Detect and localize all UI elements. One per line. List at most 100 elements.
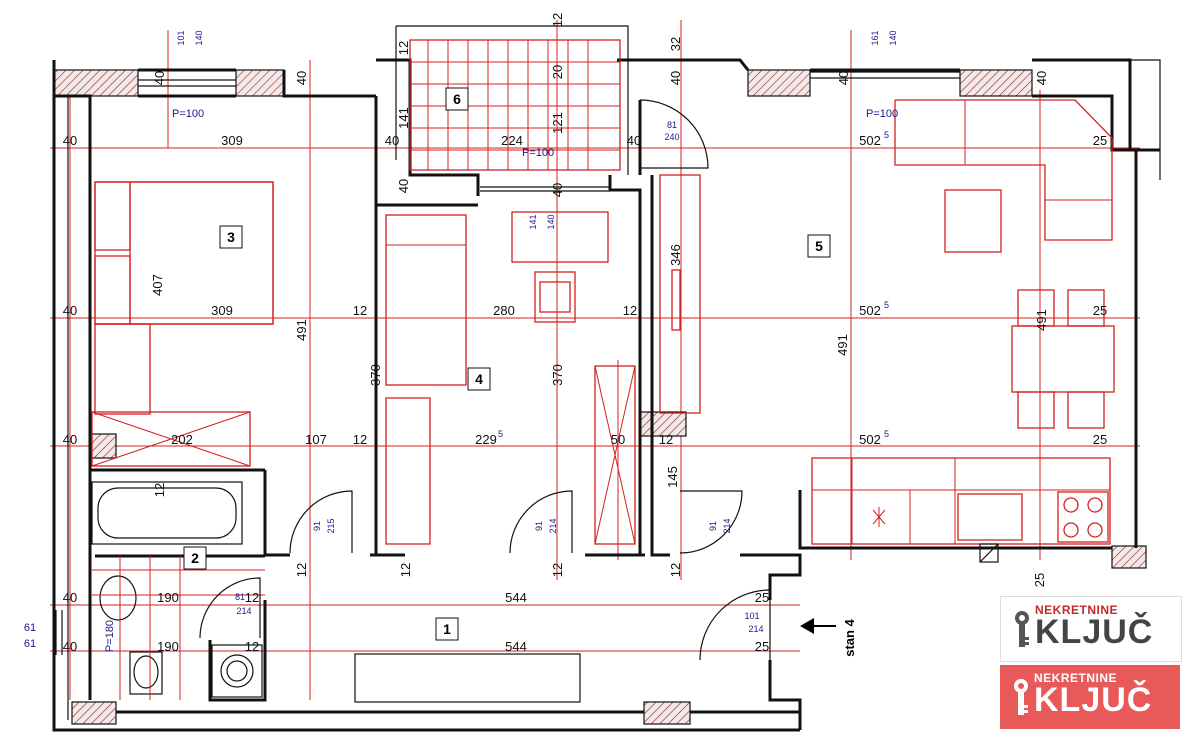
dim-346: 346 [668, 244, 683, 266]
coffee-table [944, 189, 1002, 253]
walls [52, 25, 1161, 732]
dim-214: 214 [548, 518, 558, 533]
dim-12: 12 [668, 563, 683, 577]
dim-40: 40 [63, 133, 77, 148]
logo-main-text: KLJUČ [1035, 613, 1154, 651]
dim-491: 491 [835, 334, 850, 356]
room-label-2: 2 [191, 550, 199, 566]
room-label-5: 5 [815, 238, 823, 254]
dim-101: 101 [744, 611, 759, 621]
dim-40: 40 [63, 432, 77, 447]
dim-229: 229 [475, 432, 497, 447]
logo-top-text: NEKRETNINE [1035, 603, 1119, 617]
dim-12: 12 [353, 303, 367, 318]
tv-unit [659, 174, 701, 414]
dim-25: 25 [755, 590, 769, 605]
dim-40: 40 [385, 133, 399, 148]
logo-top-text: NEKRETNINE [1034, 671, 1118, 685]
dim-141: 141 [528, 214, 538, 229]
dim-12: 12 [245, 639, 259, 654]
dim-370: 370 [368, 364, 383, 386]
dimension-labels: 40 309 40 224 40 502 5 25 40 309 12 280 … [24, 13, 1107, 657]
dim-40: 40 [294, 71, 309, 85]
dim-491: 491 [294, 319, 309, 341]
dim-12: 12 [659, 432, 673, 447]
dim-107: 107 [305, 432, 327, 447]
key-icon [1015, 611, 1029, 647]
dim-12: 12 [550, 13, 565, 27]
dim-40: 40 [836, 71, 851, 85]
dim-502: 502 [859, 133, 881, 148]
dim-140: 140 [546, 214, 556, 229]
dim-25: 25 [755, 639, 769, 654]
dim-140: 140 [194, 30, 204, 45]
room-label-4: 4 [475, 371, 483, 387]
sofa [894, 99, 1113, 241]
dim-20: 20 [550, 65, 565, 79]
furniture-room-4 [385, 211, 636, 545]
dim-141: 141 [396, 107, 411, 129]
window-p100: P=100 [172, 108, 204, 120]
dim-sup-5: 5 [884, 300, 889, 310]
dim-40: 40 [63, 639, 77, 654]
dim-91: 91 [312, 521, 322, 531]
dim-12: 12 [353, 432, 367, 447]
dim-sup-5: 5 [498, 429, 503, 439]
key-icon [1014, 679, 1028, 715]
dim-214: 214 [748, 624, 763, 634]
dim-12: 12 [623, 303, 637, 318]
agency-logo: NEKRETNINE KLJUČ [1000, 665, 1180, 729]
dim-32: 32 [668, 37, 683, 51]
dim-407: 407 [150, 274, 165, 296]
dim-544: 544 [505, 590, 527, 605]
dim-214: 214 [722, 518, 732, 533]
dim-61: 61 [24, 622, 36, 634]
dim-81: 81 [667, 120, 677, 130]
room-label-6: 6 [453, 91, 461, 107]
hall-cabinet [354, 653, 581, 703]
dim-40: 40 [63, 303, 77, 318]
entrance-label: stan 4 [842, 618, 857, 656]
dim-25: 25 [1093, 432, 1107, 447]
dim-145: 145 [665, 466, 680, 488]
dim-309: 309 [221, 133, 243, 148]
dim-sup-5: 5 [884, 130, 889, 140]
logo-main-text: KLJUČ [1034, 681, 1153, 719]
dim-12: 12 [294, 563, 309, 577]
dining-table [1011, 289, 1115, 429]
dim-40: 40 [550, 183, 565, 197]
window-p180: P=180 [104, 620, 116, 652]
dim-40: 40 [152, 71, 167, 85]
wardrobe-3 [91, 411, 251, 467]
dim-101: 101 [176, 30, 186, 45]
window-p100: P=100 [866, 108, 898, 120]
dim-12: 12 [152, 483, 167, 497]
dim-40: 40 [63, 590, 77, 605]
dim-sup-5: 5 [884, 429, 889, 439]
dim-214: 214 [236, 606, 251, 616]
dim-91: 91 [534, 521, 544, 531]
dim-40: 40 [668, 71, 683, 85]
dim-280: 280 [493, 303, 515, 318]
dim-161: 161 [870, 30, 880, 45]
dim-121: 121 [550, 112, 565, 134]
dim-12: 12 [398, 563, 413, 577]
dim-40: 40 [1034, 71, 1049, 85]
dim-309: 309 [211, 303, 233, 318]
dim-12: 12 [245, 590, 259, 605]
dim-240: 240 [664, 132, 679, 142]
dim-224: 224 [501, 133, 523, 148]
dimension-lines [50, 20, 1140, 700]
dim-140: 140 [888, 30, 898, 45]
dim-81: 81 [235, 592, 245, 602]
agency-logo: NEKRETNINE KLJUČ [1000, 596, 1182, 662]
dim-25: 25 [1093, 133, 1107, 148]
room-label-1: 1 [443, 621, 451, 637]
dim-190: 190 [157, 639, 179, 654]
room-label-3: 3 [227, 229, 235, 245]
windows [55, 71, 960, 655]
dim-40: 40 [627, 133, 641, 148]
dim-25: 25 [1093, 303, 1107, 318]
dim-40: 40 [396, 179, 411, 193]
